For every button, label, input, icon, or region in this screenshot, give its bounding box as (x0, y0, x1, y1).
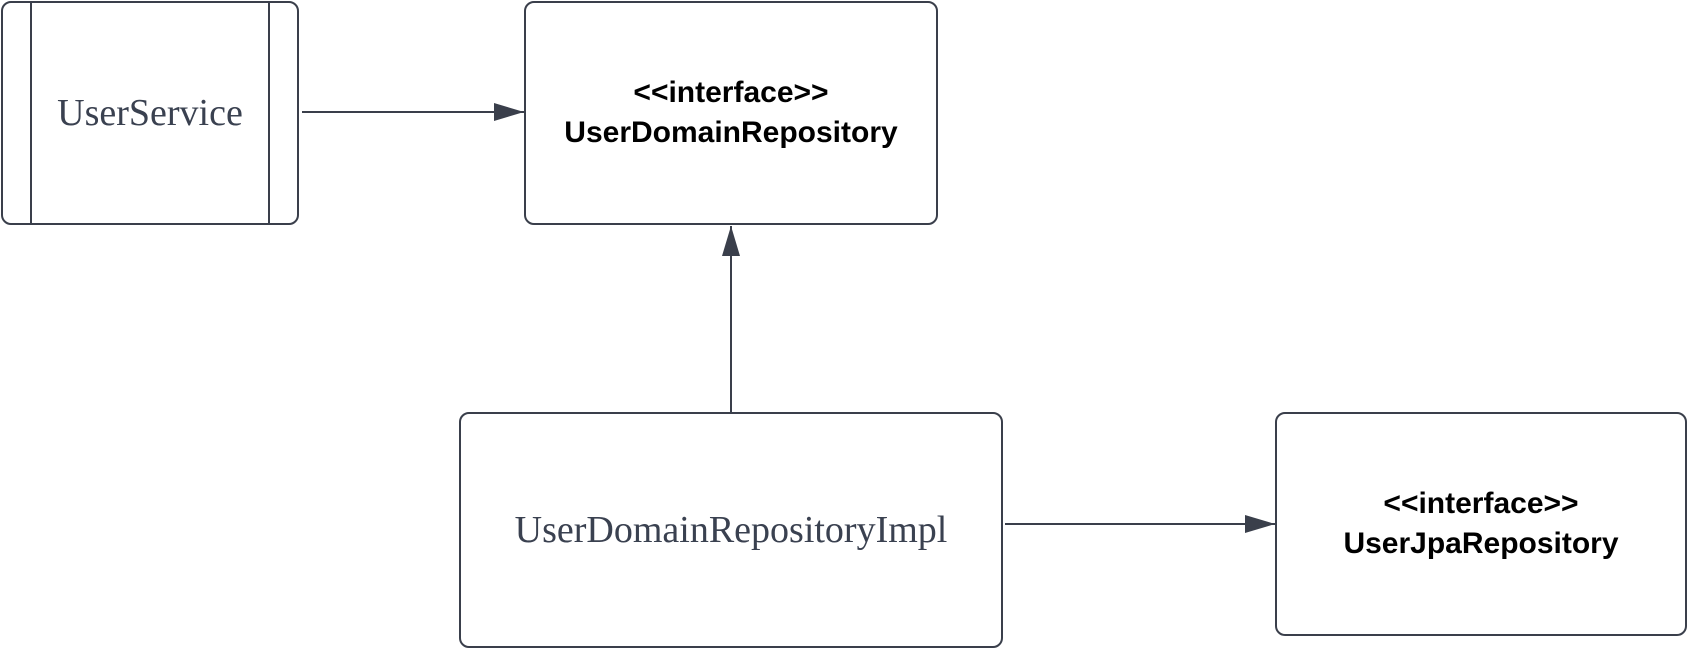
user-jpa-repository-name: UserJpaRepository (1343, 527, 1619, 560)
user-domain-repository-name: UserDomainRepository (564, 116, 898, 149)
user-jpa-repository-node[interactable]: <<interface>> UserJpaRepository (1275, 412, 1687, 636)
user-domain-repository-stereotype: <<interface>> (633, 76, 829, 109)
user-service-node[interactable]: UserService (1, 1, 299, 225)
user-domain-repository-node[interactable]: <<interface>> UserDomainRepository (524, 1, 938, 225)
service-left-bar (30, 3, 32, 223)
arrowhead-userdomainrepository-bottom (722, 226, 740, 256)
arrowhead-userjparepository-left (1245, 515, 1275, 533)
service-right-bar (268, 3, 270, 223)
arrowhead-userdomainrepository-left (494, 103, 524, 121)
user-service-label: UserService (57, 92, 243, 134)
user-domain-repository-impl-label: UserDomainRepositoryImpl (514, 509, 948, 551)
user-domain-repository-impl-node[interactable]: UserDomainRepositoryImpl (459, 412, 1003, 648)
user-jpa-repository-stereotype: <<interface>> (1383, 487, 1579, 520)
